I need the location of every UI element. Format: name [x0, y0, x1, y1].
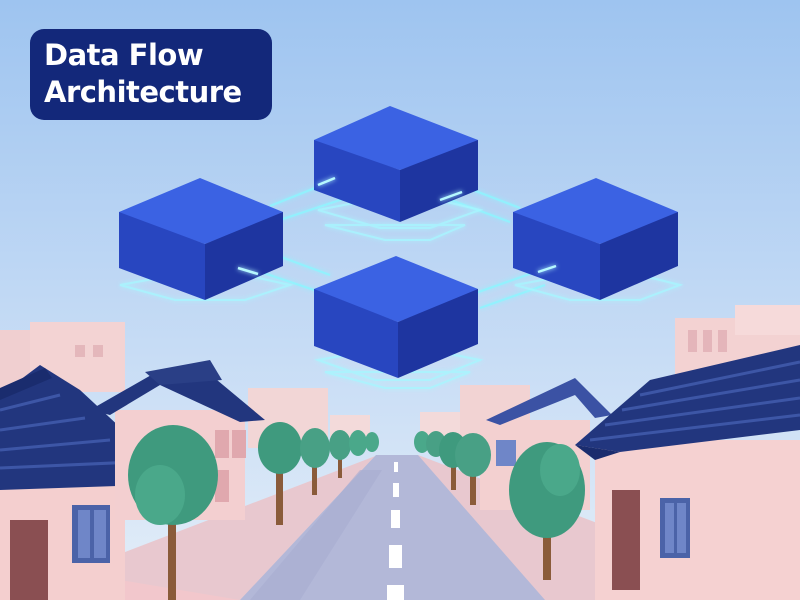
bottom-block [314, 256, 478, 378]
title-line-1: Data Flow [44, 38, 204, 72]
title-line-2: Architecture [44, 75, 242, 109]
left-hanok-house [0, 365, 150, 600]
top-block [314, 106, 478, 222]
tree [509, 442, 585, 580]
tree [414, 431, 491, 505]
tree [258, 422, 302, 525]
right-block [513, 178, 678, 300]
right-hanok-house [575, 345, 800, 600]
tree [300, 428, 330, 495]
tree [128, 425, 218, 600]
road-markings [387, 462, 404, 600]
left-block [119, 178, 283, 300]
trees [128, 422, 585, 600]
network-diagram [119, 106, 684, 389]
title-badge: Data Flow Architecture [30, 29, 272, 120]
tree [329, 430, 379, 478]
link-ports [237, 176, 557, 276]
